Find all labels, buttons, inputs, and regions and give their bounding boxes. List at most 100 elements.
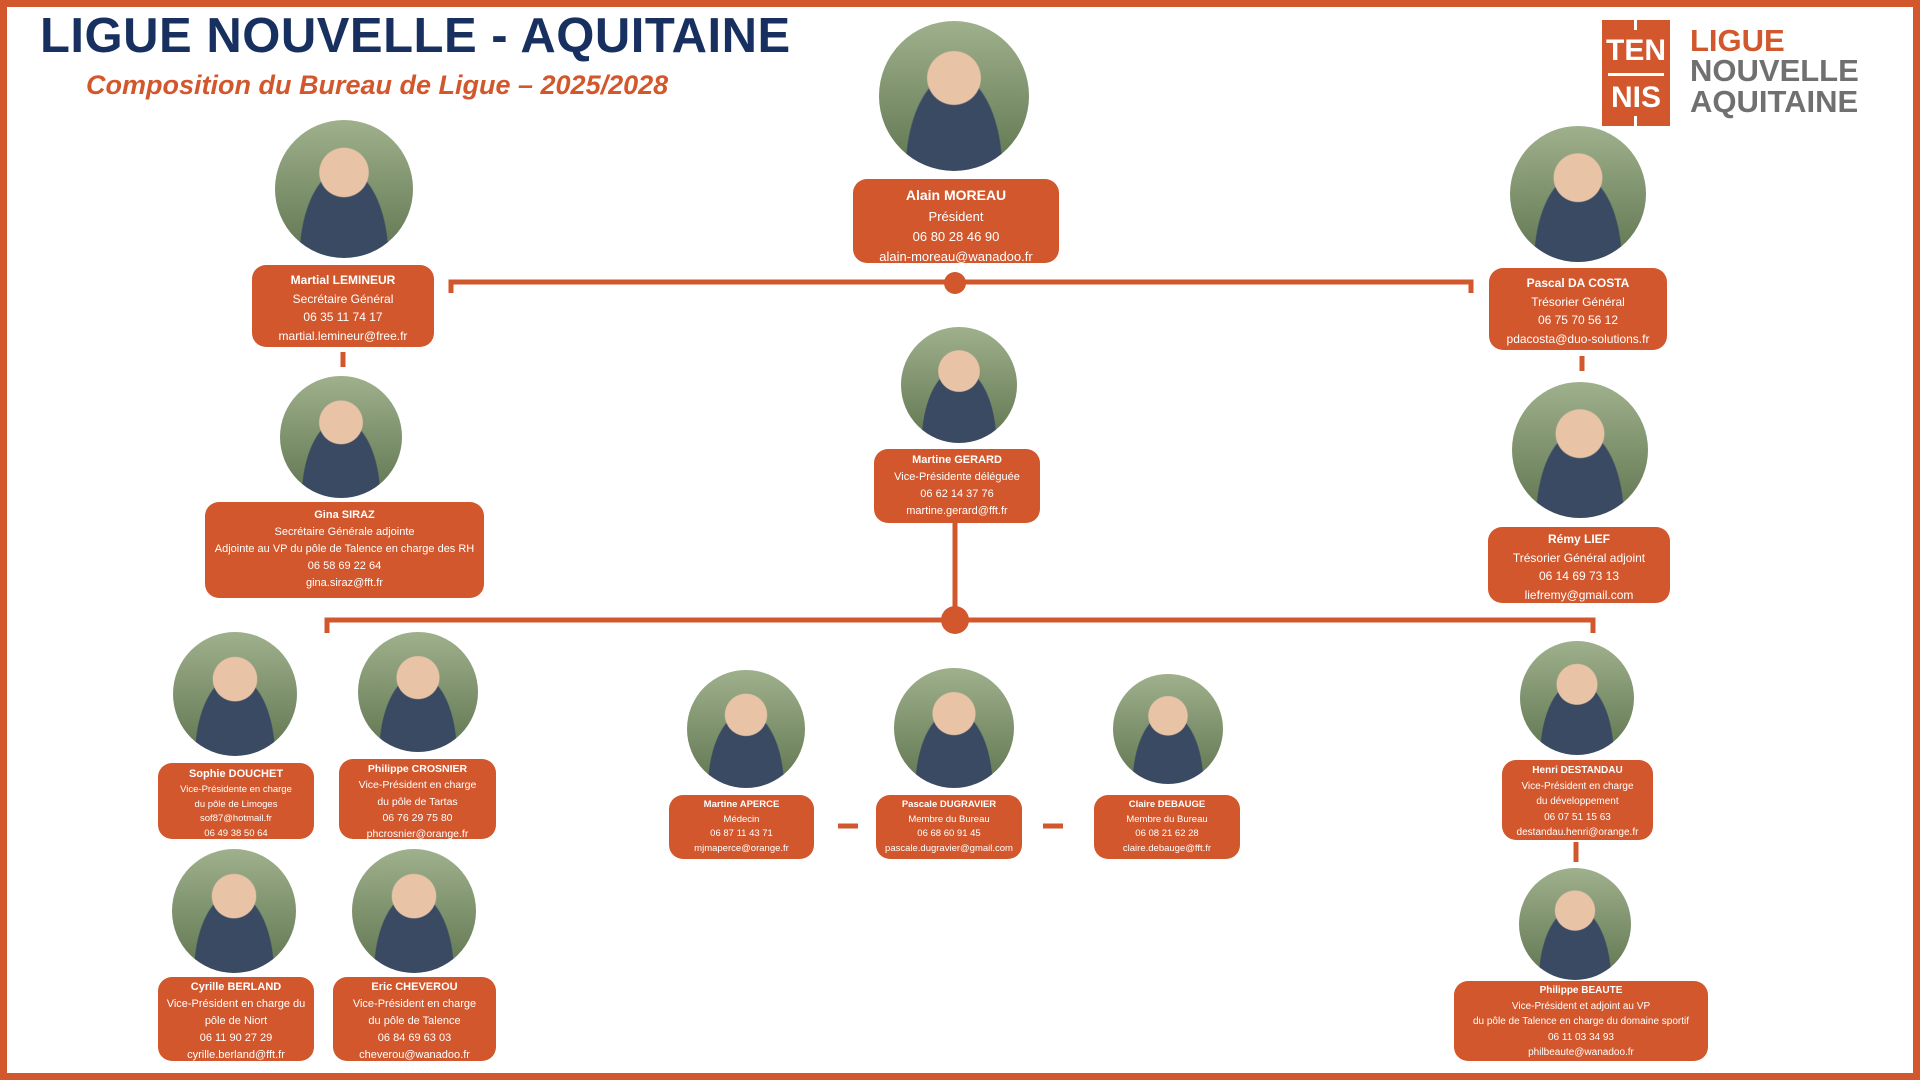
card-siraz: Gina SIRAZ Secrétaire Générale adjointe … — [205, 502, 484, 598]
photo-dacosta — [1510, 126, 1646, 262]
card-debauge: Claire DEBAUGE Membre du Bureau 06 08 21… — [1094, 795, 1240, 859]
photo-dugravier — [894, 668, 1014, 788]
member-name: Philippe BEAUTE — [1539, 985, 1623, 996]
photo-gerard — [901, 327, 1017, 443]
member-phone: 06 14 69 73 13 — [1538, 569, 1620, 584]
card-douchet: Sophie DOUCHET Vice-Présidente en charge… — [158, 763, 314, 839]
member-role: Vice-Président en charge — [352, 998, 477, 1011]
member-phone: 06 07 51 15 63 — [1544, 811, 1611, 823]
member-role: Vice-Présidente en charge — [180, 784, 292, 796]
bottom-connector-node — [941, 606, 969, 634]
member-role: Vice-Président en charge — [358, 779, 477, 792]
top-connector-node — [944, 272, 966, 294]
member-phone: 06 68 60 91 45 — [917, 828, 981, 840]
card-gerard: Martine GERARD Vice-Présidente déléguée … — [874, 449, 1040, 523]
card-dacosta: Pascal DA COSTA Trésorier Général 06 75 … — [1489, 268, 1667, 350]
page-title: LIGUE NOUVELLE - AQUITAINE — [40, 9, 791, 63]
member-name: Alain MOREAU — [905, 187, 1007, 203]
photo-beaute — [1519, 868, 1631, 980]
member-role-detail: du pôle de Talence — [368, 1015, 461, 1028]
logo-line-3: AQUITAINE — [1690, 83, 1859, 119]
photo-moreau — [879, 21, 1029, 171]
member-phone: 06 58 69 22 64 — [307, 560, 382, 573]
member-role-detail: du pôle de Tartas — [377, 795, 458, 808]
member-role: Trésorier Général — [1531, 294, 1625, 309]
member-role-detail: pôle de Niort — [204, 1015, 268, 1028]
logo-line-1: LIGUE — [1690, 23, 1785, 58]
member-role-detail: du développement — [1536, 796, 1619, 807]
logo-word-top: TEN — [1606, 34, 1666, 67]
card-aperce: Martine APERCE Médecin 06 87 11 43 71 mj… — [669, 795, 814, 859]
member-email: mjmaperce@orange.fr — [694, 843, 789, 855]
photo-lief — [1512, 382, 1648, 518]
member-role: Vice-Président en charge — [1521, 780, 1634, 792]
member-name: Eric CHEVEROU — [371, 981, 458, 993]
photo-debauge — [1113, 674, 1223, 784]
member-email: claire.debauge@fft.fr — [1122, 843, 1212, 855]
card-berland: Cyrille BERLAND Vice-Président en charge… — [158, 977, 314, 1061]
member-name: Claire DEBAUGE — [1128, 799, 1206, 810]
photo-douchet — [173, 632, 297, 756]
member-phone: 06 84 69 63 03 — [377, 1032, 452, 1045]
logo-word-bottom: NIS — [1610, 81, 1661, 114]
member-phone: 06 11 90 27 29 — [199, 1032, 273, 1045]
photo-destandau — [1520, 641, 1634, 755]
member-role-detail: du pôle de Limoges — [194, 798, 278, 810]
card-beaute: Philippe BEAUTE Vice-Président et adjoin… — [1454, 981, 1708, 1061]
card-lemineur: Martial LEMINEUR Secrétaire Général 06 3… — [252, 265, 434, 347]
member-email: gina.siraz@fft.fr — [306, 577, 383, 590]
member-email: sof87@hotmail.fr — [200, 813, 272, 825]
member-name: Philippe CROSNIER — [367, 763, 468, 775]
card-moreau: Alain MOREAU Président 06 80 28 46 90 al… — [853, 179, 1059, 264]
member-email: phcrosnier@orange.fr — [366, 828, 469, 841]
member-role-detail: du pôle de Talence en charge du domaine … — [1472, 1016, 1690, 1027]
member-phone: 06 76 29 75 80 — [382, 811, 453, 824]
member-role: Secrétaire Générale adjointe — [274, 526, 415, 539]
photo-berland — [172, 849, 296, 973]
member-email: martine.gerard@fft.fr — [906, 505, 1008, 518]
member-phone: 06 08 21 62 28 — [1135, 828, 1199, 840]
member-role: Membre du Bureau — [908, 813, 990, 825]
member-role: Trésorier Général adjoint — [1512, 550, 1646, 565]
member-name: Martine APERCE — [703, 799, 780, 810]
member-email: destandau.henri@orange.fr — [1516, 827, 1639, 838]
member-role: Secrétaire Général — [292, 291, 394, 306]
card-lief: Rémy LIEF Trésorier Général adjoint 06 1… — [1488, 527, 1670, 603]
member-name: Rémy LIEF — [1547, 532, 1610, 546]
logo-line-2: NOUVELLE — [1690, 53, 1859, 89]
card-crosnier: Philippe CROSNIER Vice-Président en char… — [339, 759, 496, 841]
member-email: philbeaute@wanadoo.fr — [1528, 1047, 1634, 1058]
member-phone: 06 62 14 37 76 — [920, 488, 994, 501]
member-role: Vice-Présidente déléguée — [894, 471, 1020, 484]
member-phone: 06 87 11 43 71 — [710, 828, 773, 840]
league-logo: TEN NIS LIGUE NOUVELLE AQUITAINE — [1602, 20, 1902, 130]
logo-text: LIGUE NOUVELLE AQUITAINE — [1690, 23, 1859, 119]
member-role: Vice-Président en charge du — [166, 998, 306, 1011]
member-email: martial.lemineur@free.fr — [278, 328, 408, 343]
member-phone: 06 11 03 34 93 — [1548, 1031, 1614, 1043]
member-name: Cyrille BERLAND — [190, 981, 282, 993]
member-email: pascale.dugravier@gmail.com — [885, 843, 1013, 855]
member-name: Martine GERARD — [912, 454, 1002, 466]
member-phone: 06 75 70 56 12 — [1537, 313, 1619, 328]
member-name: Gina SIRAZ — [314, 509, 375, 521]
member-name: Sophie DOUCHET — [188, 768, 284, 780]
member-name: Pascal DA COSTA — [1526, 276, 1630, 290]
member-email: cyrille.berland@fft.fr — [187, 1049, 285, 1062]
card-cheverou: Eric CHEVEROU Vice-Président en charge d… — [333, 977, 496, 1061]
member-email: alain-moreau@wanadoo.fr — [879, 248, 1033, 264]
photo-cheverou — [352, 849, 476, 973]
tennis-logo-box: TEN NIS — [1602, 20, 1670, 126]
member-email: liefremy@gmail.com — [1524, 587, 1634, 602]
photo-aperce — [687, 670, 805, 788]
member-name: Pascale DUGRAVIER — [901, 799, 997, 810]
member-email: cheverou@wanadoo.fr — [359, 1049, 470, 1062]
member-email: pdacosta@duo-solutions.fr — [1506, 331, 1650, 346]
member-phone: 06 35 11 74 17 — [303, 310, 383, 325]
member-name: Henri DESTANDAU — [1532, 765, 1623, 776]
photo-crosnier — [358, 632, 478, 752]
card-dugravier: Pascale DUGRAVIER Membre du Bureau 06 68… — [876, 795, 1022, 859]
member-role: Vice-Président et adjoint au VP — [1511, 1000, 1651, 1012]
member-role: Membre du Bureau — [1126, 813, 1208, 825]
